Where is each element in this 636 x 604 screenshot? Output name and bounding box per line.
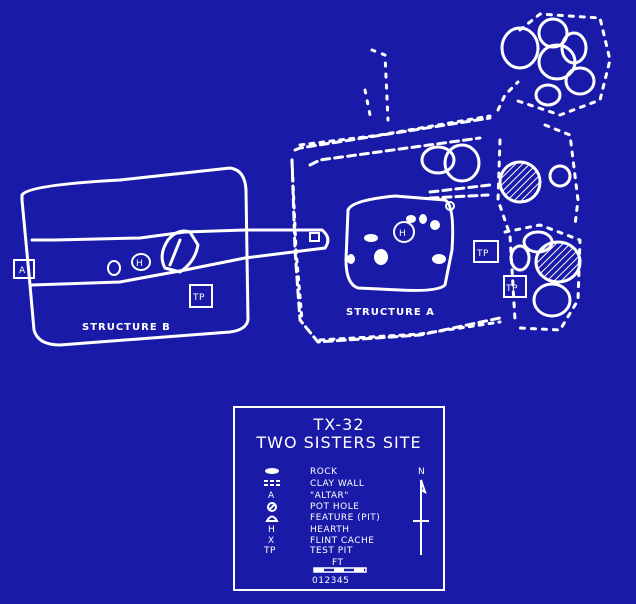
legend-test-pit-symbol: TP [263, 546, 276, 556]
pit-north-1 [500, 26, 540, 70]
north-rock-curve [363, 48, 390, 122]
legend-label-pot-hole: POT HOLE [310, 502, 359, 512]
entrance-passage [160, 228, 330, 274]
structure-a-label: STRUCTURE A [346, 307, 435, 318]
pit-north-2 [537, 17, 569, 49]
hearth-a-circle [393, 221, 415, 243]
pot-hole-b [107, 260, 121, 276]
legend-label-flint-cache: FLINT CACHE [310, 536, 374, 546]
structure-b-inner-line [30, 230, 187, 242]
passage-upper-wall [183, 228, 324, 234]
legend-pot-hole-symbol [267, 502, 277, 512]
pit-east-1 [548, 164, 572, 188]
passage-feature-inner [168, 238, 182, 267]
scale-bar-segment [354, 568, 364, 572]
structure-a-rock-row-south [318, 320, 502, 342]
legend-label-altar: "ALTAR" [310, 491, 349, 501]
rock [364, 234, 378, 242]
north-arrow-label: N [418, 467, 425, 477]
scale-bar-segment [314, 568, 324, 572]
structure-a-inner-wall [308, 136, 492, 200]
structure-a-rock-row-west [290, 158, 304, 322]
legend-hearth-symbol: H [268, 525, 275, 535]
south-east-rock-row [503, 223, 582, 332]
hearth-b-circle [131, 253, 151, 271]
eastern-pits [363, 12, 612, 332]
passage-end [320, 228, 330, 250]
legend-rock-symbol [265, 468, 279, 474]
rock [432, 254, 446, 264]
feature-pit-hatched-2 [534, 240, 582, 284]
pit-north-4 [537, 43, 577, 81]
pit-north-5 [564, 66, 596, 96]
structure-a: H TP TP STRUCTURE A [290, 114, 527, 344]
east-rock-row [496, 80, 580, 322]
legend-label-hearth: HEARTH [310, 525, 349, 535]
scale-bar-segment [334, 568, 344, 572]
passage-feature [160, 229, 200, 274]
legend-label-rock: ROCK [310, 467, 338, 477]
pit-east-2 [522, 230, 554, 254]
legend-site-name: TWO SISTERS SITE [255, 433, 421, 452]
legend: TX-32 TWO SISTERS SITE A H X TP ROCK CLA… [233, 406, 445, 591]
test-pit-a1-box [473, 240, 499, 263]
pit-east-3 [509, 244, 531, 272]
test-pit-b-box [189, 284, 213, 308]
rock [347, 254, 355, 264]
pot-hole-a-north-1 [420, 145, 456, 175]
passage-end-post [309, 232, 320, 242]
altar-marker: A [19, 266, 26, 276]
scale-unit: FT [332, 558, 344, 568]
rock [430, 220, 440, 230]
legend-label-clay-wall: CLAY WALL [310, 479, 364, 489]
legend-flint-symbol: X [268, 536, 275, 546]
hearth-marker-a: H [399, 229, 406, 239]
pot-hole-a [445, 201, 455, 211]
north-rock-row [513, 12, 612, 117]
passage-lower-wall [183, 246, 327, 272]
pot-hole-a-north-2 [443, 143, 481, 183]
legend-label-feature-pit: FEATURE (PIT) [310, 513, 380, 523]
test-pit-marker-a2: TP [505, 284, 518, 294]
structure-b-label: STRUCTURE B [82, 322, 171, 333]
legend-pit-symbol [265, 515, 279, 522]
legend-label-test-pit: TEST PIT [309, 546, 353, 556]
structure-b-inner-line-lower [30, 268, 187, 287]
pit-north-6 [534, 83, 562, 107]
pit-east-4 [532, 282, 572, 318]
rock [419, 214, 427, 224]
structure-a-rock-row-north [298, 114, 492, 147]
feature-pit-hatched-1 [498, 160, 542, 204]
legend-site-code: TX-32 [312, 415, 364, 434]
hearth-marker-b: H [136, 259, 143, 269]
structure-a-inner-room [344, 194, 455, 292]
structure-b-outline [20, 166, 250, 347]
test-pit-marker-a1: TP [476, 249, 489, 259]
rock [374, 249, 388, 265]
test-pit-marker-b: TP [192, 293, 205, 303]
legend-pot-hole-slash [268, 503, 276, 511]
test-pit-a2-box [503, 275, 527, 298]
altar-marker-box [13, 259, 35, 279]
structure-b: A H TP STRUCTURE B [13, 166, 250, 347]
legend-frame [233, 406, 445, 591]
legend-altar-symbol: A [268, 491, 275, 501]
rock [406, 215, 416, 223]
scale-numbers: 012345 [312, 576, 349, 586]
